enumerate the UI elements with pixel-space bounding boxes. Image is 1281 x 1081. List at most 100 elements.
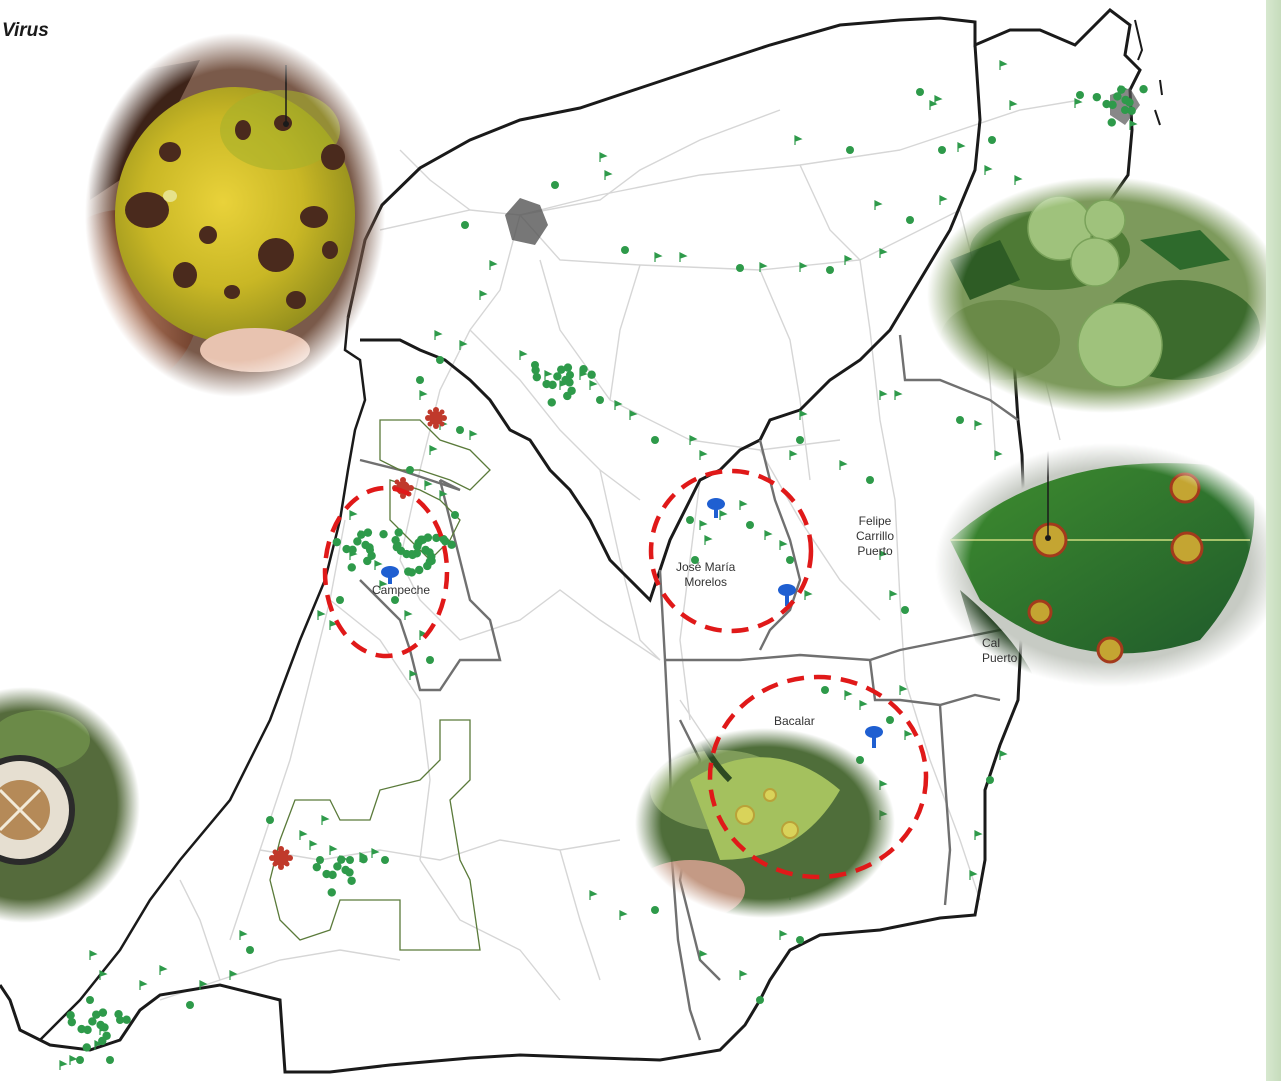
fruit-cross-section-photo [0,687,140,923]
green-dot-icon [551,181,559,189]
green-flag-icon [321,815,330,825]
green-flag-icon [804,590,813,600]
green-flag-icon [544,370,553,380]
green-flag-icon [889,590,898,600]
green-dot-icon [416,376,424,384]
place-label-chetumal-partial: Cal Puerto [982,636,1018,665]
green-dot-icon [532,372,542,382]
green-dot-icon [1117,85,1126,94]
green-flag-icon [719,510,728,520]
green-dot-icon [379,529,388,539]
green-dot-icon [82,1043,91,1052]
green-dot-icon [691,556,699,564]
green-dot-icon [746,521,754,529]
green-flag-icon [874,200,883,210]
green-dot-icon [756,996,764,1004]
green-dot-icon [322,869,331,879]
green-dot-icon [1092,92,1102,102]
green-dot-icon [846,146,854,154]
green-flag-icon [1129,120,1138,130]
green-flag-icon [879,550,888,560]
green-dot-icon [956,416,964,424]
green-flag-icon [679,252,688,262]
green-dot-icon [100,1023,109,1032]
green-dot-icon [347,563,356,572]
citrus-tree-fruit-photo [927,177,1281,413]
green-flag-icon [999,60,1008,70]
green-flag-icon [654,252,663,262]
green-dot-icon [553,372,562,381]
place-label-bacalar: Bacalar [774,714,815,728]
green-flag-icon [839,460,848,470]
state-borders [360,44,982,603]
green-flag-icon [229,970,238,980]
green-flag-icon [794,135,803,145]
green-dot-icon [67,1017,77,1027]
green-flag-icon [199,980,208,990]
place-label-felipe-carrillo-puerto: Felipe Carrillo Puerto [856,514,895,558]
green-dot-icon [447,540,456,549]
green-flag-icon [489,260,498,270]
blue-marker-icon [778,584,796,606]
green-dot-icon [404,567,413,576]
green-dot-icon [901,606,909,614]
focus-circle-jose-maria-morelos [648,468,814,634]
green-dot-icon [333,862,342,871]
green-flag-icon [1074,98,1083,108]
green-dot-icon [579,364,588,374]
green-dot-icon [98,1036,107,1046]
side-decoration-bar [1266,0,1281,1081]
green-flag-icon [614,400,623,410]
green-flag-icon [689,435,698,445]
green-dot-icon [866,476,874,484]
green-flag-icon [519,350,528,360]
green-dot-icon [1127,106,1136,115]
green-flag-icon [859,700,868,710]
green-dot-icon [563,391,572,401]
green-dot-icon [986,776,994,784]
green-flag-icon [159,965,168,975]
green-flag-icon [374,560,383,570]
green-dot-icon [98,1008,108,1017]
green-dot-icon [415,565,424,575]
green-flag-icon [404,610,413,620]
green-dot-icon [1102,99,1111,109]
green-dot-icon [342,544,351,554]
green-flag-icon [309,840,318,850]
green-flag-icon [419,630,428,640]
green-dot-icon [786,556,794,564]
green-dot-icon [440,536,450,546]
green-dot-icon [359,854,368,864]
green-flag-icon [704,535,713,545]
green-dot-icon [346,856,354,864]
blue-marker-icon [865,726,883,748]
green-dot-icon [312,862,322,872]
green-flag-icon [99,970,108,980]
green-dot-icon [1113,92,1122,101]
green-dot-icon [547,398,556,407]
green-flag-icon [934,95,943,105]
green-flag-icon [779,540,788,550]
green-dot-icon [821,686,829,694]
green-dot-icon [736,264,744,272]
green-dot-icon [651,436,659,444]
green-dot-icon [557,365,566,374]
place-label-campeche: Campeche [372,583,431,597]
green-flag-icon [59,1060,68,1070]
green-dot-icon [394,528,403,537]
green-flag-icon [429,445,438,455]
focus-circle-bacalar [707,674,929,880]
red-splat-icon [425,407,447,429]
green-flag-icon [739,970,748,980]
green-flag-icon [999,750,1008,760]
green-flag-icon [434,330,443,340]
green-dot-icon [76,1056,84,1064]
green-flag-icon [789,450,798,460]
green-flag-icon [1014,175,1023,185]
green-dot-icon [565,378,574,387]
area-outlines [269,419,491,951]
green-dot-icon [86,996,94,1004]
green-dot-icon [353,537,362,546]
green-flag-icon [879,248,888,258]
green-dot-icon [1125,98,1134,107]
